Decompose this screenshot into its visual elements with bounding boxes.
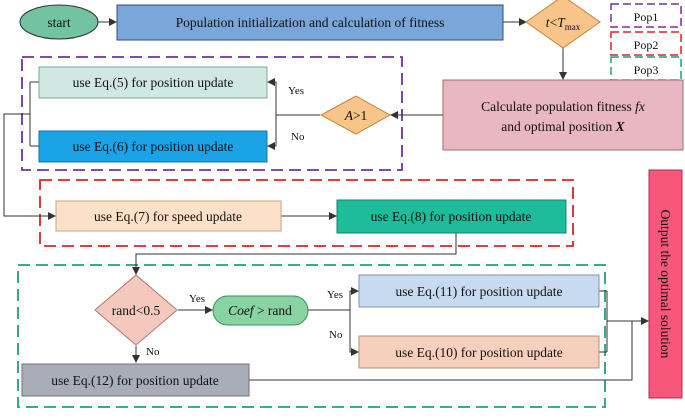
output-label: Output the optimal solution (658, 210, 673, 359)
eq8-node: use Eq.(8) for position update (336, 199, 567, 234)
coef-condition-node: Coef > rand (212, 295, 309, 326)
loop-condition-label: t<Tmax (546, 15, 581, 32)
eq12-label: use Eq.(12) for position update (51, 373, 219, 388)
calc-fitness-line2: and optimal position X (501, 119, 625, 134)
init-label: Population initialization and calculatio… (176, 15, 445, 30)
output-node: Output the optimal solution (648, 169, 683, 399)
legend-pop1-label: Pop1 (634, 10, 659, 24)
legend-pop2-label: Pop2 (634, 38, 659, 52)
eq5-node: use Eq.(5) for position update (38, 66, 268, 99)
calc-fitness-node: Calculate population fitness fx and opti… (442, 79, 684, 151)
eq7-node: use Eq.(7) for speed update (55, 200, 282, 232)
loop-condition-node: t<Tmax (525, 0, 601, 49)
init-node: Population initialization and calculatio… (116, 4, 504, 41)
a-yes-label: Yes (288, 85, 304, 97)
legend: Pop1 Pop2 Pop3 (610, 3, 682, 81)
coef-no-label: No (329, 329, 343, 341)
coef-yes-label: Yes (327, 289, 343, 301)
a-no-label: No (291, 131, 305, 143)
eq6-node: use Eq.(6) for position update (38, 130, 268, 163)
legend-pop3-label: Pop3 (634, 63, 659, 77)
eq8-label: use Eq.(8) for position update (371, 209, 532, 224)
rand-condition-label: rand<0.5 (112, 303, 161, 318)
calc-fitness-line1: Calculate population fitness fx (481, 99, 645, 114)
rand-condition-node: rand<0.5 (94, 274, 178, 346)
rand-no-label: No (146, 346, 160, 358)
eq5-label: use Eq.(5) for position update (73, 75, 234, 90)
eq10-node: use Eq.(10) for position update (358, 335, 600, 369)
legend-pop2-box (610, 31, 682, 56)
eq12-node: use Eq.(12) for position update (21, 363, 250, 397)
pop2-group-frame (39, 179, 574, 247)
eq7-label: use Eq.(7) for speed update (94, 209, 242, 224)
eq11-label: use Eq.(11) for position update (395, 284, 562, 299)
eq11-node: use Eq.(11) for position update (358, 274, 600, 308)
legend-pop1-box (610, 3, 682, 28)
rand-yes-label: Yes (189, 293, 205, 305)
eq6-label: use Eq.(6) for position update (73, 139, 234, 154)
start-node: start (19, 4, 99, 40)
start-label: start (47, 15, 70, 30)
coef-condition-label: Coef > rand (228, 303, 292, 318)
a-condition-label: A>1 (344, 108, 368, 123)
a-condition-node: A>1 (319, 95, 392, 135)
pop3-group-frame (17, 264, 606, 408)
connectors (3, 18, 649, 381)
eq10-label: use Eq.(10) for position update (395, 345, 563, 360)
